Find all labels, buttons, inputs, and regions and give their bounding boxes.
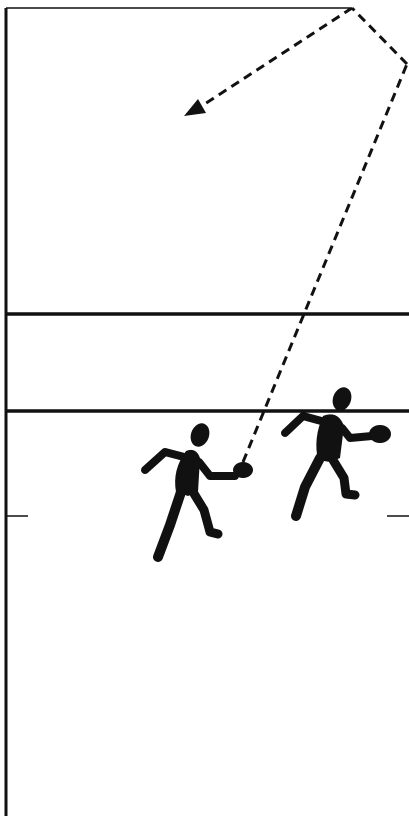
ball-path xyxy=(194,8,407,462)
ball-path-segment-front-wall xyxy=(194,8,352,111)
ball-path-segment-hit xyxy=(243,64,407,462)
arrow-head-icon xyxy=(184,99,206,116)
court-lines xyxy=(6,8,409,816)
player-right-icon xyxy=(285,385,391,516)
ball-path-segment-side-wall xyxy=(352,8,407,64)
player-left-icon xyxy=(145,421,253,557)
